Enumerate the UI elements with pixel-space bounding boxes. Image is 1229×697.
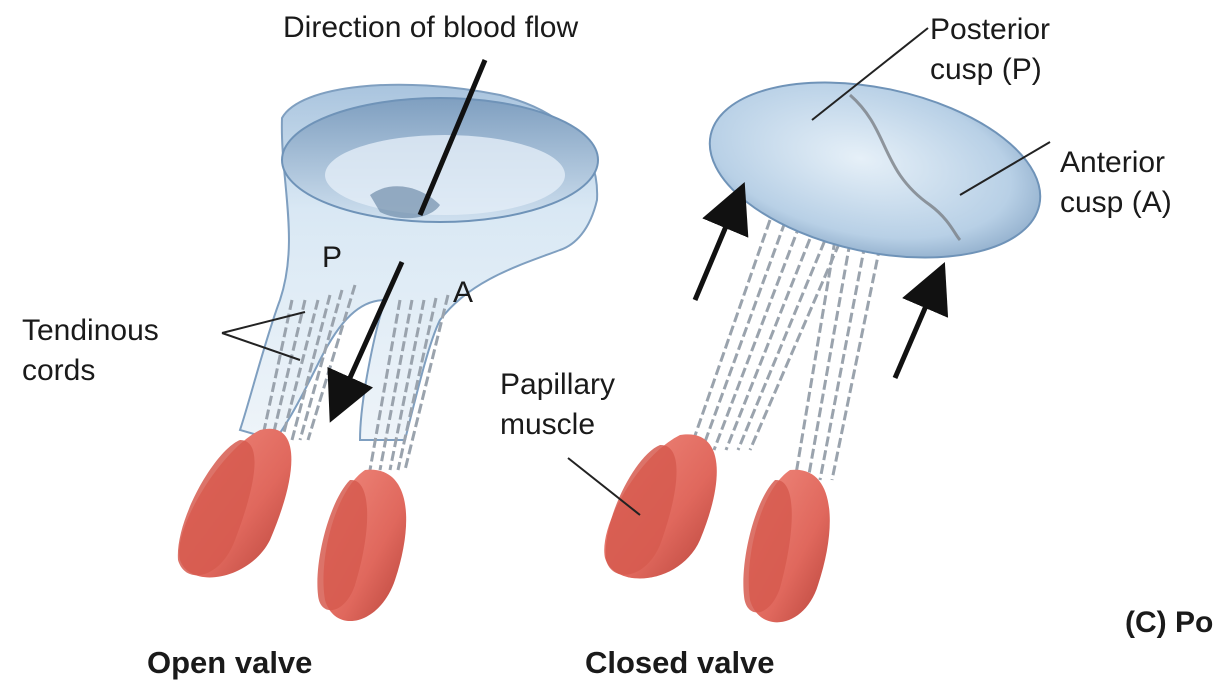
closed-valve-papillary-right <box>743 470 829 623</box>
closed-valve-cords-right <box>795 240 880 480</box>
anterior-cusp-label-line1: Anterior <box>1060 145 1165 181</box>
panel-c-caption: (C) Po <box>1125 605 1213 641</box>
posterior-cusp-label-line2: cusp (P) <box>930 52 1042 88</box>
tendinous-cords-label-line1: Tendinous <box>22 313 159 349</box>
closed-valve-papillary-left <box>604 434 717 578</box>
closed-valve-arrow-right <box>895 285 935 378</box>
closed-valve-group <box>568 28 1056 622</box>
posterior-cusp-marker: P <box>322 240 342 276</box>
tendinous-cords-label-line2: cords <box>22 353 95 389</box>
open-valve-caption: Open valve <box>147 645 312 681</box>
anterior-cusp-label-line2: cusp (A) <box>1060 185 1172 221</box>
open-valve-group <box>178 60 598 621</box>
posterior-cusp-label-line1: Posterior <box>930 12 1050 48</box>
open-valve-papillary-right <box>317 470 406 621</box>
papillary-muscle-label-line2: muscle <box>500 407 595 443</box>
open-valve-papillary-left <box>178 429 292 578</box>
closed-valve-caption: Closed valve <box>585 645 775 681</box>
anterior-cusp-marker: A <box>453 275 473 311</box>
direction-of-blood-flow-label: Direction of blood flow <box>283 10 578 46</box>
papillary-muscle-label-line1: Papillary <box>500 367 615 403</box>
closed-valve-arrow-left <box>695 205 735 300</box>
